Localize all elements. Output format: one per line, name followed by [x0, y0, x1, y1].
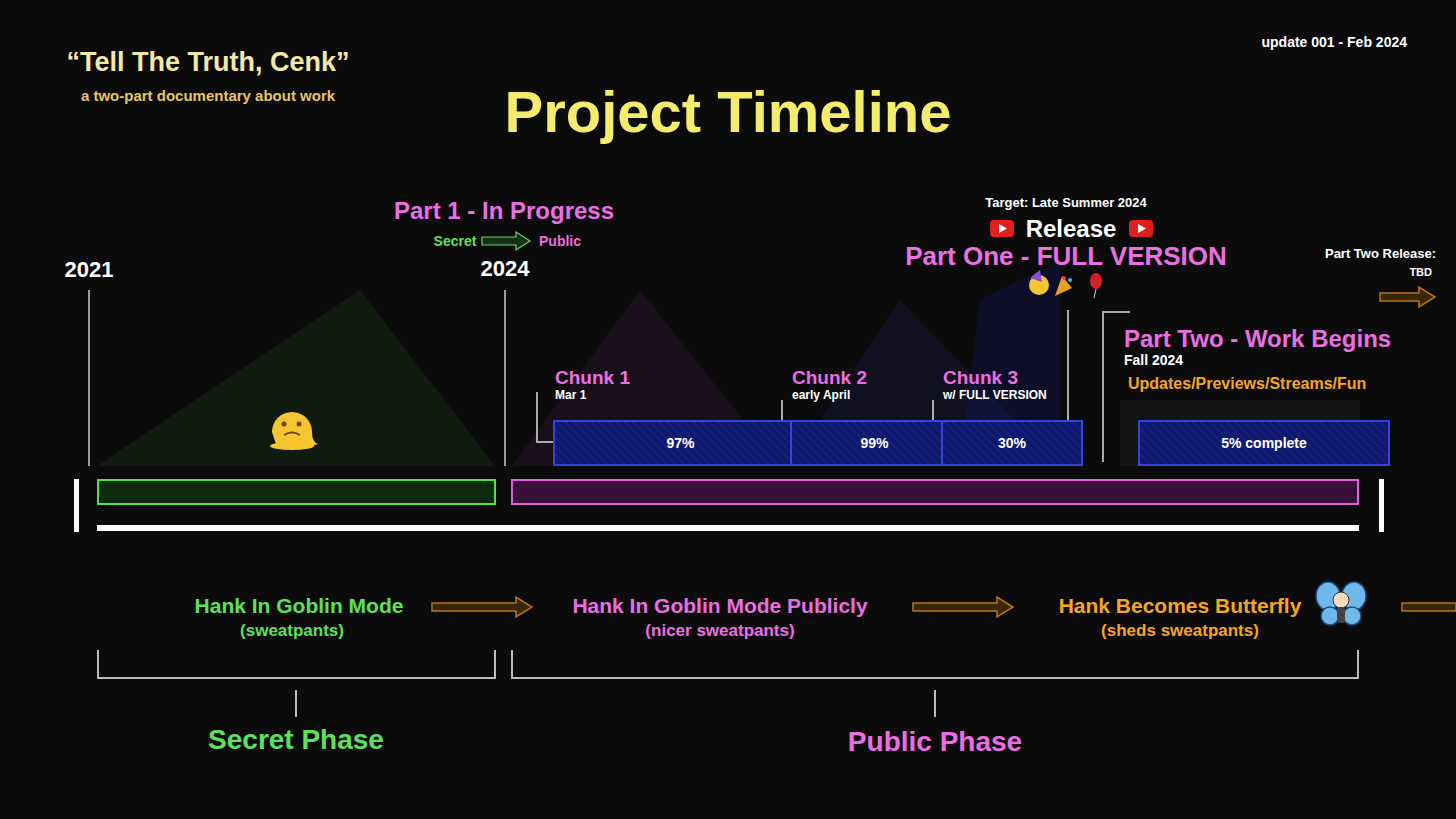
chunk-subtext: w/ FULL VERSION — [943, 389, 1047, 403]
chunk-heading: Chunk 1 — [555, 367, 630, 389]
percent-complete: 5% complete — [1140, 435, 1388, 451]
phase-bracket — [98, 650, 495, 678]
decor-shape — [1337, 607, 1345, 623]
percent-complete: 30% — [943, 435, 1081, 451]
percent-complete: 97% — [555, 435, 806, 451]
decor-shape — [1062, 276, 1066, 280]
timeline-label: a two-part documentary about work — [81, 87, 335, 104]
timeline-label: Public Phase — [848, 726, 1022, 758]
timeline-label: Hank In Goblin Mode — [195, 594, 404, 618]
timeline-label: (sweatpants) — [240, 621, 344, 641]
timeline-label: Part 1 - In Progress — [394, 197, 614, 225]
chunk-subtext: Mar 1 — [555, 389, 586, 403]
timeline-label: Part One - FULL VERSION — [905, 242, 1227, 272]
progress-box: Chunk 2early April99% — [790, 420, 959, 466]
end-cap — [74, 479, 79, 532]
secret-to-public-arrow — [482, 232, 530, 250]
timeline-label: Hank Becomes Butterfly — [1059, 594, 1302, 618]
year-tick — [504, 290, 506, 466]
chunk-subtext: Fall 2024 — [1124, 352, 1183, 368]
progress-box: Chunk 3w/ FULL VERSION30% — [941, 420, 1083, 466]
phase-bracket — [295, 690, 297, 717]
timeline-label: 2021 — [65, 257, 114, 282]
decor-shape — [1321, 607, 1339, 625]
light-beam — [97, 290, 495, 466]
party-icons — [1029, 270, 1102, 298]
public-phase-bar — [512, 480, 1358, 504]
decor-shape — [432, 597, 532, 617]
timeline-axis — [97, 525, 1359, 531]
decor-shape — [272, 412, 318, 447]
melting-face-icon — [270, 412, 318, 450]
decor-shape — [1094, 289, 1096, 298]
timeline-label: Public — [539, 233, 581, 249]
decor-shape — [270, 442, 314, 450]
decor-shape — [999, 224, 1007, 233]
decor-shape — [990, 220, 1014, 237]
timeline-label: Release — [1026, 215, 1117, 243]
decor-shape — [1380, 287, 1435, 307]
diagram-title: Project Timeline — [505, 78, 952, 145]
timeline-label: (nicer sweatpants) — [645, 621, 794, 641]
progress-box: Chunk 1Mar 197% — [553, 420, 808, 466]
butterfly-icon — [1316, 582, 1366, 625]
decor-shape — [1090, 273, 1102, 289]
timeline-label: Secret — [434, 233, 477, 249]
decor-shape — [1343, 607, 1361, 625]
secret-phase-bar — [98, 480, 495, 504]
decor-shape — [1129, 220, 1153, 237]
transition-arrows — [432, 287, 1456, 617]
bracket-line — [537, 392, 553, 442]
decor-shape — [1068, 278, 1072, 282]
timeline-label: update 001 - Feb 2024 — [1261, 34, 1407, 50]
decor-shape — [1030, 270, 1042, 282]
timeline-label: Secret Phase — [208, 724, 384, 756]
phase-bracket — [512, 650, 1358, 678]
percent-complete: 99% — [792, 435, 957, 451]
progress-box: Part Two - Work BeginsFall 2024Updates/P… — [1138, 420, 1390, 466]
year-tick — [88, 290, 90, 466]
chunk-heading: Chunk 2 — [792, 367, 867, 389]
timeline-label: Target: Late Summer 2024 — [985, 196, 1147, 211]
chunk-subtext: early April — [792, 389, 850, 403]
chunk-subtext: Updates/Previews/Streams/Fun — [1128, 375, 1366, 393]
decor-shape — [1402, 603, 1456, 611]
timeline-label: Part Two Release: — [1325, 247, 1436, 262]
decor-shape — [1138, 224, 1146, 233]
decor-shape — [282, 422, 287, 427]
timeline-label: 2024 — [481, 256, 530, 281]
decor-shape — [297, 422, 302, 427]
decor-shape — [1055, 276, 1072, 296]
timeline-label: (sheds sweatpants) — [1101, 621, 1259, 641]
decor-shape — [913, 597, 1013, 617]
phase-bracket — [934, 690, 936, 717]
timeline-label: TBD — [1409, 266, 1432, 279]
chunk-heading: Part Two - Work Begins — [1124, 325, 1391, 353]
timeline-label: “Tell The Truth, Cenk” — [66, 47, 349, 78]
decor-shape — [1333, 592, 1349, 608]
timeline-label: Hank In Goblin Mode Publicly — [572, 594, 867, 618]
chunk-heading: Chunk 3 — [943, 367, 1018, 389]
end-cap — [1379, 479, 1384, 532]
decor-shape — [284, 433, 300, 436]
